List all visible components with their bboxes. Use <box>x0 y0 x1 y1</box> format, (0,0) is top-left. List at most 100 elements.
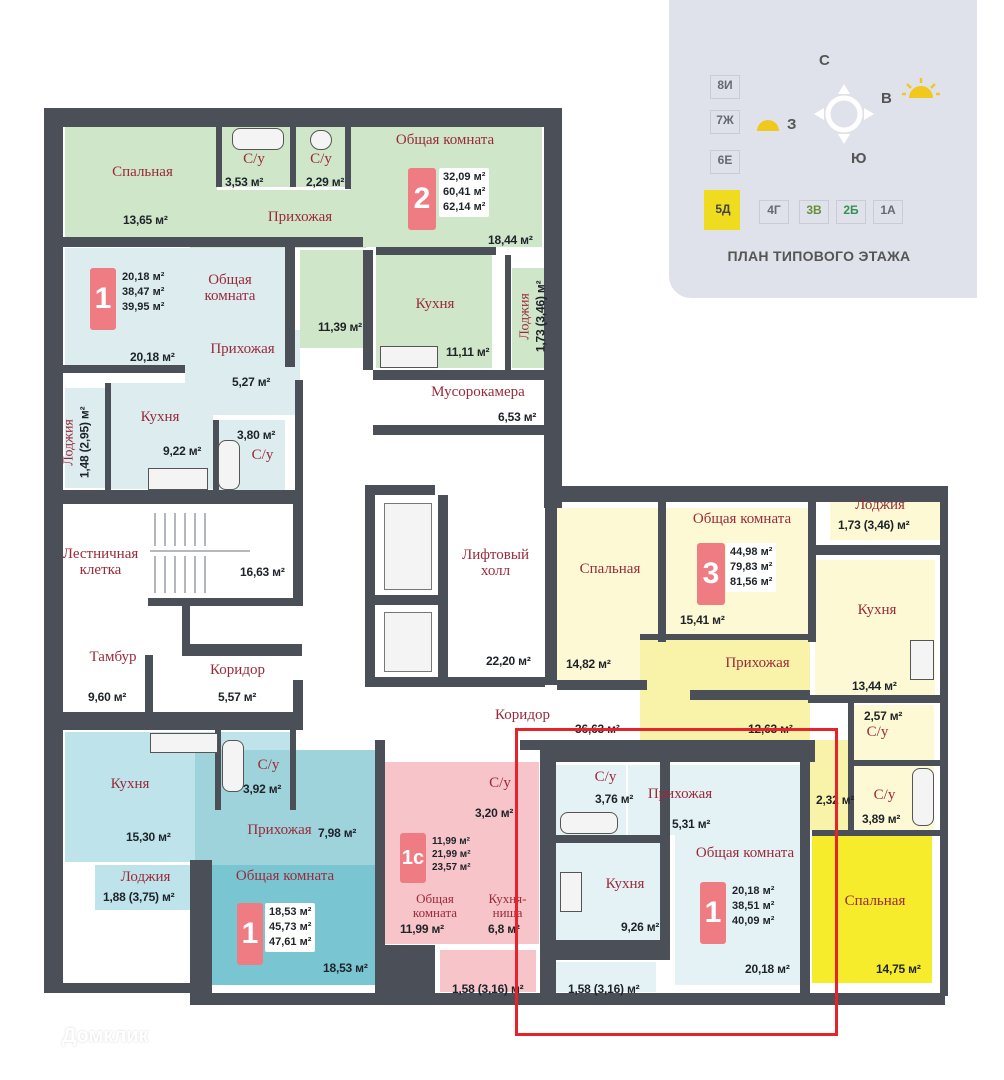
wall <box>808 502 816 642</box>
room-area: 3,89 м² <box>862 812 901 826</box>
sink-icon <box>310 130 332 150</box>
wall <box>808 695 940 703</box>
room-area: 1,73 (3,46) м² <box>533 280 548 353</box>
wall <box>145 655 153 715</box>
compass-north: С <box>819 52 830 69</box>
wall <box>816 545 940 555</box>
room-label: Спальная <box>579 561 641 577</box>
size-total-loggia: 47,61 м² <box>269 936 312 948</box>
wall <box>376 247 496 255</box>
room-area: 11,39 м² <box>318 320 362 334</box>
wall <box>44 108 562 127</box>
wall <box>285 247 295 367</box>
wall <box>63 237 363 247</box>
room-label: Спальная <box>112 164 173 180</box>
room-area: 7,98 м² <box>318 826 357 840</box>
room-area: 1,88 (3,75) м² <box>103 890 175 904</box>
section-6e: 6Е <box>710 150 740 174</box>
wall <box>216 127 222 187</box>
wall <box>812 830 940 836</box>
wall <box>215 730 221 810</box>
room-area: 1,48 (2,95) м² <box>77 406 92 479</box>
size-total: 21,99 м² <box>432 849 471 860</box>
fill-a3-closet <box>810 740 850 830</box>
wall <box>800 740 810 995</box>
room-area: 9,22 м² <box>163 444 202 458</box>
room-label: Прихожая <box>247 822 312 838</box>
size-living: 32,09 м² <box>443 171 486 183</box>
apartment-number-badge: 2 <box>408 168 436 230</box>
fill-hl-loggia <box>556 962 656 992</box>
room-label: Лоджия <box>855 497 905 513</box>
room-area: 3,80 м² <box>237 428 276 442</box>
house-icon <box>31 1025 55 1048</box>
size-total-loggia: 23,57 м² <box>432 862 471 873</box>
stove-icon <box>150 733 218 753</box>
wall <box>365 677 545 687</box>
room-label: Кухня <box>110 776 150 792</box>
wall <box>505 255 511 370</box>
wall <box>385 993 945 1005</box>
room-area: 2,57 м² <box>864 709 903 723</box>
apartment-number-badge: 1 <box>90 268 116 330</box>
wall <box>545 486 945 502</box>
room-label: Общая комната <box>692 511 792 527</box>
room-area: 1,58 (3,16) м² <box>452 982 524 996</box>
size-total: 79,83 м² <box>730 561 773 573</box>
fill-a1b-loggia <box>95 865 195 910</box>
room-area: 3,76 м² <box>595 792 634 806</box>
wall <box>365 485 435 495</box>
room-area: 20,18 м² <box>745 962 790 976</box>
room-label: Общая комната <box>395 132 495 148</box>
size-total-loggia: 62,14 м² <box>443 201 486 213</box>
compass-west: З <box>787 116 797 133</box>
wall <box>520 740 540 750</box>
loggia-label-group: Лоджия 1,48 (2,95) м² <box>62 387 92 497</box>
size-total-loggia: 39,95 м² <box>122 301 165 313</box>
room-area: 14,75 м² <box>876 962 921 976</box>
apartment-sizes: 32,09 м² 60,41 м² 62,14 м² <box>439 168 490 217</box>
bathtub-icon <box>912 768 934 826</box>
size-total: 38,51 м² <box>732 900 775 912</box>
loggia-label-group: Лоджия 1,73 (3,46) м² <box>518 261 548 371</box>
wall <box>293 680 303 712</box>
stove-icon <box>148 468 208 490</box>
room-label: Лестничная клетка <box>62 546 139 578</box>
wall <box>190 860 212 993</box>
apartment-sizes: 20,18 м² 38,47 м² 39,95 м² <box>118 268 168 317</box>
section-1a: 1А <box>873 200 903 224</box>
room-label: С/у <box>866 724 889 740</box>
section-5d-label: 5Д <box>715 202 731 216</box>
room-area: 9,26 м² <box>621 920 660 934</box>
apartment-number-badge: 1с <box>400 833 426 883</box>
wall <box>44 108 63 993</box>
fill-a2-corridor <box>300 250 370 348</box>
wall <box>556 835 668 843</box>
wall <box>295 380 303 490</box>
wall <box>105 383 111 490</box>
section-8i: 8И <box>710 75 740 99</box>
wall <box>182 644 302 656</box>
key-plan-title: ПЛАН ТИПОВОГО ЭТАЖА <box>727 248 911 264</box>
room-area: 14,82 м² <box>566 657 611 671</box>
room-area: 3,92 м² <box>243 782 282 796</box>
room-area: 18,53 м² <box>323 961 368 975</box>
wall <box>190 993 390 1005</box>
room-label: Кухня <box>415 296 455 312</box>
room-label: Коридор <box>210 662 265 678</box>
room-label: Коридор <box>495 707 550 723</box>
apartment-number-badge: 1 <box>700 882 726 944</box>
compass-icon <box>814 84 874 144</box>
wall <box>640 634 816 640</box>
room-label: С/у <box>594 769 617 785</box>
room-area: 3,53 м² <box>225 175 264 189</box>
room-area: 11,99 м² <box>400 922 444 936</box>
wall <box>290 127 296 187</box>
apartment-number-badge: 1 <box>237 903 263 965</box>
bathtub-icon <box>560 812 618 834</box>
size-total-loggia: 81,56 м² <box>730 576 773 588</box>
wall <box>293 504 303 604</box>
wall <box>557 680 647 690</box>
section-4g: 4Г <box>759 200 789 224</box>
wall <box>213 420 219 490</box>
